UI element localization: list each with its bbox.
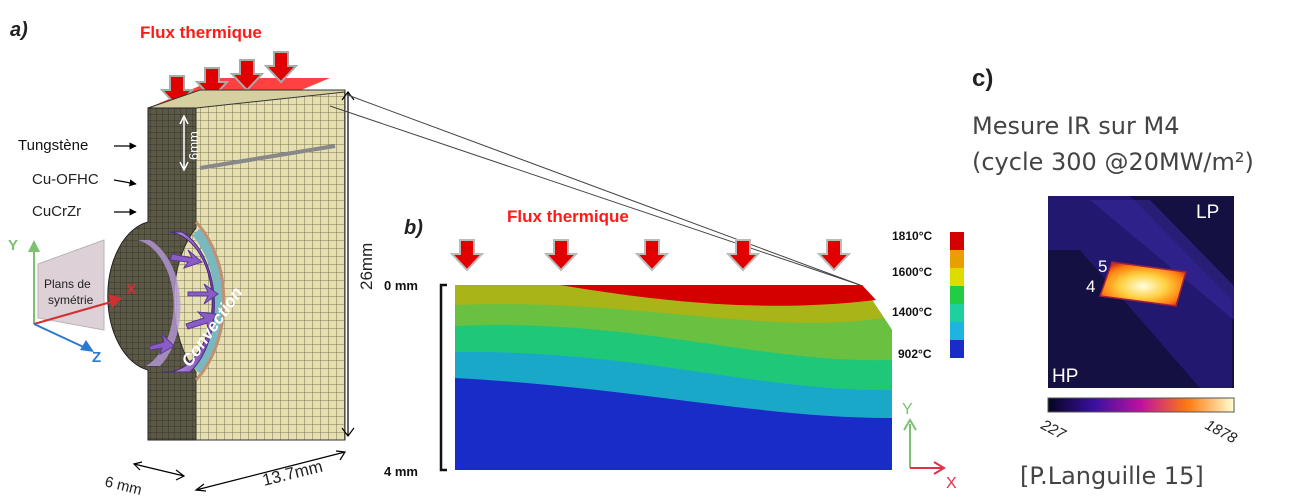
material-cucrzr: CuCrZr: [32, 203, 81, 220]
dim-height: 26mm: [357, 243, 376, 290]
symmetry-label-2: symétrie: [48, 293, 94, 307]
panel-a-label: a): [10, 19, 28, 41]
axes-b: Y X: [902, 401, 957, 492]
flux-arrows-b: [449, 239, 852, 272]
ir-color-scale: [1047, 397, 1235, 413]
ir-tag-lp: LP: [1196, 202, 1219, 223]
panel-b: b) Flux thermique 0 mm 4 mm: [384, 207, 964, 492]
ir-tag-5: 5: [1098, 257, 1107, 276]
ir-scale-max: 1878: [1202, 417, 1240, 448]
panel-c-label: c): [972, 65, 993, 92]
axis-y-a: Y: [8, 237, 18, 254]
material-cu-ofhc: Cu-OFHC: [32, 171, 99, 188]
convection-channel: [161, 231, 215, 373]
convection-arrows: [149, 249, 219, 356]
temperature-legend: 1810°C 1600°C 1400°C 902°C: [892, 229, 964, 361]
ir-tag-4: 4: [1086, 277, 1095, 296]
axis-x-b: X: [946, 475, 957, 492]
dim-width: 13.7mm: [260, 457, 324, 490]
ir-tag-hp: HP: [1052, 366, 1078, 387]
panel-b-flux-label: Flux thermique: [507, 207, 629, 226]
depth-top-label: 0 mm: [384, 278, 418, 293]
ir-scale-min: 227: [1037, 416, 1069, 444]
ir-image: LP HP 5 4: [1048, 196, 1234, 388]
legend-label-1810: 1810°C: [892, 229, 932, 243]
thermal-map: [455, 285, 892, 470]
axes-a: Y X Z Plans de symétrie: [8, 237, 136, 366]
panel-b-label: b): [404, 217, 423, 239]
dim-depth: 6 mm: [103, 473, 143, 499]
panel-c-title-line2: (cycle 300 @20MW/m²): [972, 148, 1254, 176]
symmetry-label-1: Plans de: [44, 277, 91, 291]
panel-a-flux-label: Flux thermique: [140, 23, 262, 42]
legend-label-902: 902°C: [898, 347, 932, 361]
panel-a: a) Flux thermique Convectio: [8, 19, 861, 499]
axis-z-a: Z: [92, 349, 101, 366]
panel-c: c) Mesure IR sur M4 (cycle 300 @20MW/m²)…: [972, 65, 1254, 490]
legend-label-1600: 1600°C: [892, 265, 932, 279]
axis-x-a: X: [126, 281, 136, 298]
dim-tungsten: 6mm: [186, 131, 201, 160]
tungsten-interface: [199, 144, 336, 170]
citation: [P.Languille 15]: [1020, 462, 1204, 490]
material-tungsten: Tungstène: [18, 137, 88, 154]
panel-c-title-line1: Mesure IR sur M4: [972, 112, 1180, 140]
legend-label-1400: 1400°C: [892, 305, 932, 319]
depth-bottom-label: 4 mm: [384, 464, 418, 479]
axis-y-b: Y: [902, 401, 913, 418]
